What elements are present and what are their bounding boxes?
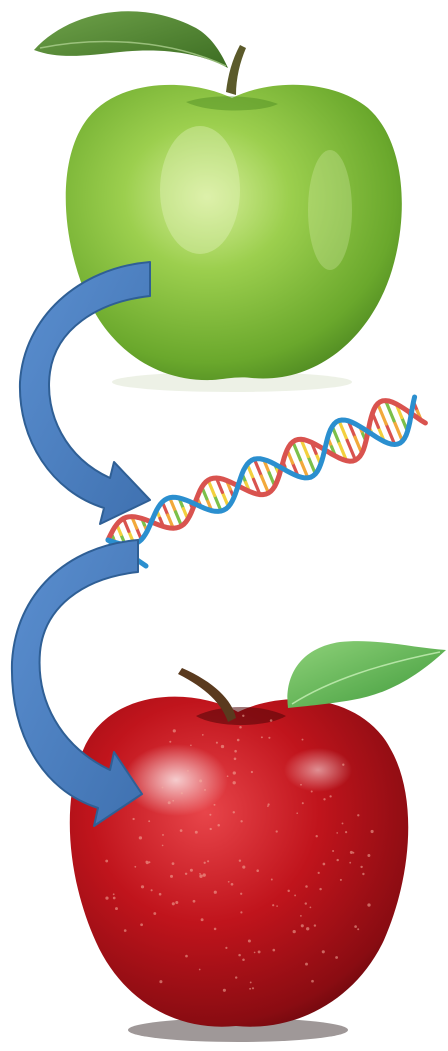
green-leaf (34, 11, 228, 68)
green-apple-image (34, 11, 402, 392)
red-apple-image (70, 641, 446, 1042)
red-apple-leaf (287, 641, 446, 708)
dna-rung (347, 440, 355, 460)
dna-rung (378, 404, 387, 424)
dna-rung (394, 421, 402, 441)
dna-rung (339, 421, 347, 441)
dna-rung (261, 476, 268, 493)
dna-rung (293, 442, 301, 460)
dna-rung (254, 459, 261, 476)
dna-helix-image (108, 397, 425, 566)
arrow-dna-to-red (12, 540, 142, 826)
